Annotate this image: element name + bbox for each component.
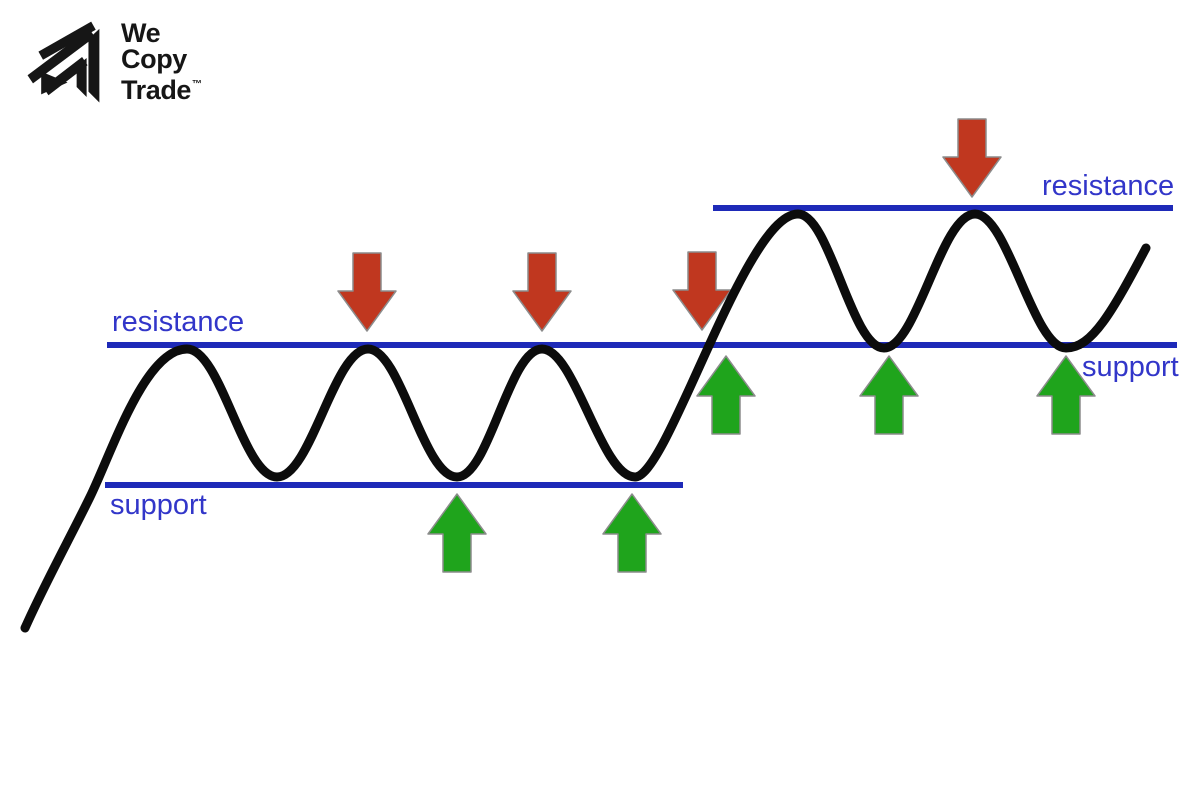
support-label-lower: support xyxy=(110,489,207,521)
logo-arrow-icon xyxy=(27,21,100,103)
up-arrow xyxy=(427,493,487,573)
up-arrow xyxy=(602,493,662,573)
trademark-symbol: ™ xyxy=(192,79,202,90)
up-arrow xyxy=(859,355,919,435)
logo-word-we: We xyxy=(121,18,161,48)
resistance-label-upper: resistance xyxy=(1042,170,1175,202)
price-curve xyxy=(20,209,1151,633)
support-label-upper: support xyxy=(1082,351,1179,383)
we-copy-trade-logo: We Copy Trade™ xyxy=(13,9,202,106)
down-arrow xyxy=(672,251,732,331)
resistance-label-lower: resistance xyxy=(112,306,245,338)
logo-word-copy: Copy xyxy=(121,44,187,74)
down-arrow xyxy=(512,252,572,332)
up-arrow xyxy=(696,355,756,435)
logo-wordmark: We Copy Trade™ xyxy=(121,18,202,105)
down-arrow xyxy=(337,252,397,332)
up-arrow xyxy=(1036,355,1096,435)
down-arrow xyxy=(942,118,1002,198)
logo-word-trade: Trade™ xyxy=(121,75,202,105)
